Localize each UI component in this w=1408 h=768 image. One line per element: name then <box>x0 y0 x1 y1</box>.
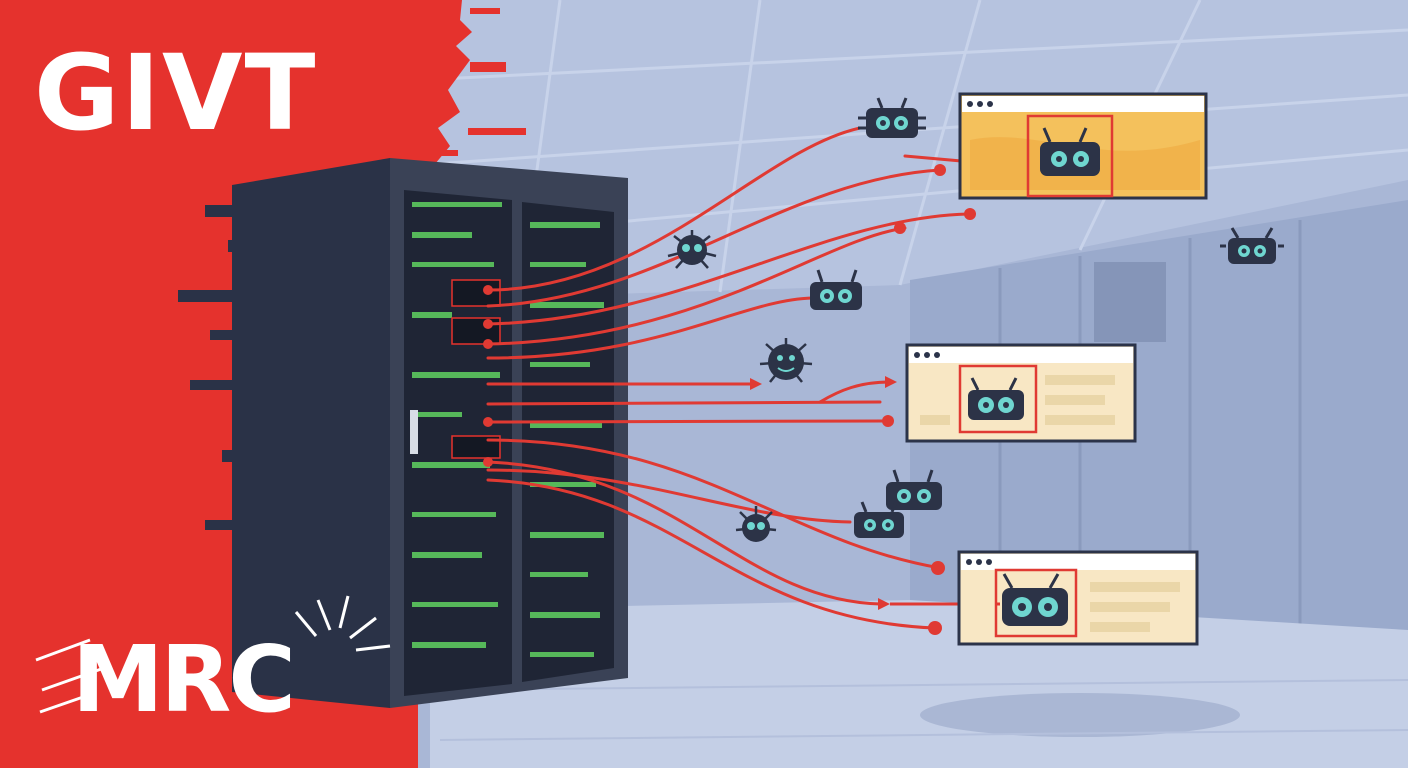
rack-glitch-edge <box>178 205 260 574</box>
robot-bot-icon <box>854 501 904 538</box>
virus-bug-icon <box>759 338 813 383</box>
headline-givt: GIVT <box>34 32 318 154</box>
traffic-lines <box>486 126 997 630</box>
rack-side <box>232 158 390 708</box>
robot-bot-icon <box>858 97 926 138</box>
rack-red-modules <box>451 279 501 459</box>
floor-lines <box>439 679 1408 741</box>
robot-bot-icon <box>1220 227 1284 264</box>
back-wall-panels <box>910 200 1408 640</box>
wall-sign <box>1094 262 1166 342</box>
browser-window-icon <box>905 343 1137 443</box>
spark-burst <box>294 595 391 652</box>
robot-bot-icon <box>1002 573 1068 626</box>
rack-leds <box>412 202 604 657</box>
room-ceiling <box>400 0 1408 300</box>
browser-window-icon <box>957 550 1199 646</box>
robot-bot-icon <box>886 469 942 510</box>
headline-mrc: MRC <box>72 626 296 733</box>
traffic-dots <box>483 164 976 635</box>
glitch-strips <box>400 8 526 156</box>
floor-shadow <box>920 693 1240 737</box>
virus-bug-icon <box>667 230 717 269</box>
virus-bug-icon <box>735 506 777 542</box>
mrc-glitch-lines <box>35 638 105 714</box>
rack-handle <box>410 410 418 454</box>
robot-bot-icon <box>810 269 862 310</box>
rack-door-right <box>522 202 614 682</box>
robot-bot-icon <box>1040 127 1100 176</box>
robot-bot-icon <box>968 377 1024 420</box>
